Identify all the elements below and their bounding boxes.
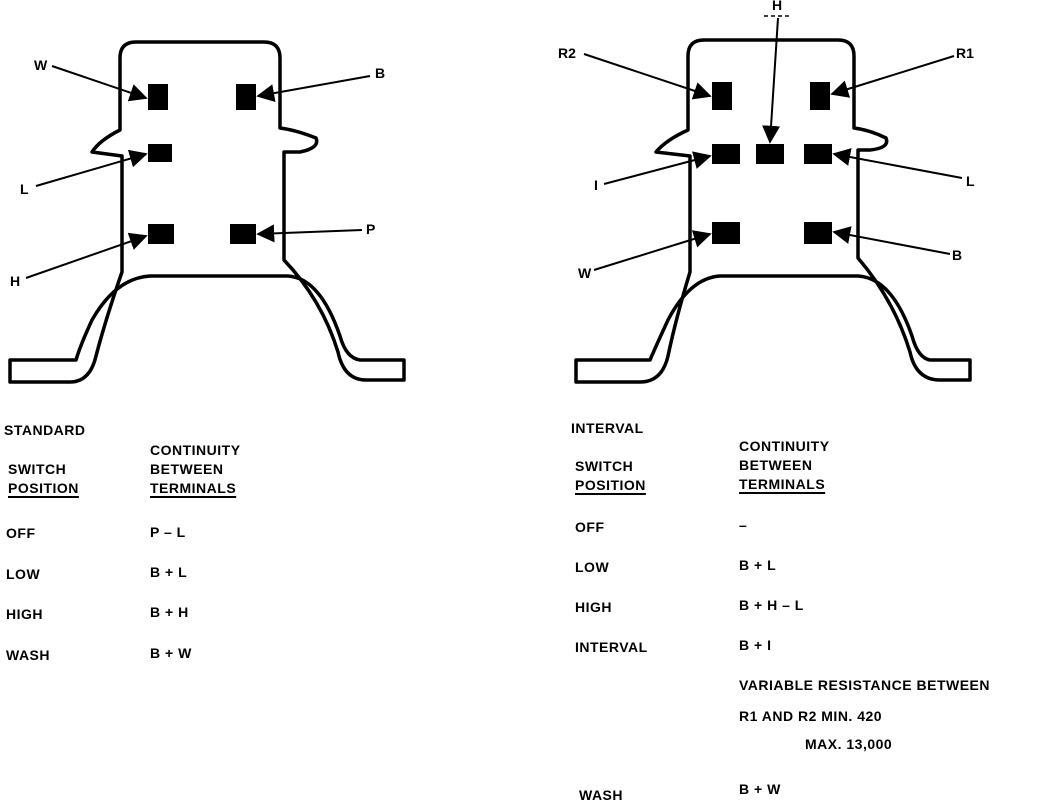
interval-label-l: L — [966, 173, 975, 189]
standard-label-p: P — [366, 221, 375, 237]
interval-header-continuity: CONTINUITY — [739, 438, 830, 454]
standard-terminal-p — [230, 224, 256, 244]
interval-terminal-r1 — [810, 82, 830, 110]
standard-header-continuity: CONTINUITY — [150, 442, 241, 458]
interval-continuity-header: CONTINUITY BETWEEN TERMINALS — [739, 437, 830, 494]
interval-label-r2: R2 — [558, 45, 576, 61]
standard-leader-p — [256, 224, 363, 243]
standard-row-wash-continuity: B + W — [150, 645, 192, 661]
interval-row-off-position: OFF — [575, 519, 605, 535]
interval-label-r1: R1 — [956, 45, 974, 61]
interval-leader-r2 — [583, 53, 712, 100]
standard-leader-w — [51, 65, 148, 102]
standard-row-high-position: HIGH — [6, 606, 43, 622]
interval-row-high-continuity: B + H – L — [739, 597, 804, 613]
standard-header-terminals: TERMINALS — [150, 480, 237, 496]
interval-terminal-b — [804, 222, 832, 244]
standard-row-low-continuity: B + L — [150, 564, 188, 580]
standard-label-b: B — [375, 65, 385, 81]
standard-row-low-position: LOW — [6, 566, 41, 582]
interval-row-high-position: HIGH — [575, 599, 612, 615]
standard-leader-h — [25, 232, 148, 279]
standard-terminal-w — [148, 84, 168, 110]
interval-leader-h — [762, 17, 781, 144]
interval-terminal-r2 — [712, 82, 732, 110]
standard-connector: W B L H P — [8, 40, 406, 384]
standard-header-between: BETWEEN — [150, 461, 224, 477]
interval-switch-position-header: SWITCH POSITION — [575, 457, 646, 495]
interval-label-b: B — [952, 247, 962, 263]
interval-title: INTERVAL — [571, 420, 644, 436]
interval-header-between: BETWEEN — [739, 457, 813, 473]
interval-connector: R2 H R1 I L W B — [558, 0, 975, 384]
interval-row-low-position: LOW — [575, 559, 610, 575]
interval-leader-r1 — [830, 55, 955, 98]
interval-note-line2: R1 AND R2 MIN. 420 — [739, 708, 883, 724]
interval-header-position: POSITION — [575, 477, 646, 493]
interval-leader-i — [603, 151, 712, 185]
standard-label-l: L — [20, 181, 29, 197]
standard-leader-b — [256, 75, 371, 103]
interval-terminal-i — [712, 144, 740, 164]
standard-row-wash-position: WASH — [6, 647, 50, 663]
interval-label-i: I — [594, 177, 598, 193]
interval-row-off-continuity: – — [739, 517, 748, 533]
interval-header-switch: SWITCH — [575, 458, 634, 474]
interval-terminal-l — [804, 144, 832, 164]
interval-leader-w — [593, 230, 712, 271]
interval-note-line3: MAX. 13,000 — [805, 736, 893, 752]
interval-row-wash-position: WASH — [579, 787, 623, 803]
interval-row-wash-continuity: B + W — [739, 781, 781, 797]
standard-row-off-continuity: P – L — [150, 524, 186, 540]
interval-leader-b — [832, 226, 951, 255]
standard-switch-position-header: SWITCH POSITION — [8, 460, 79, 498]
standard-header-switch: SWITCH — [8, 461, 67, 477]
standard-header-position: POSITION — [8, 480, 79, 496]
standard-leader-l — [35, 149, 148, 187]
standard-label-w: W — [34, 57, 48, 73]
interval-note-line1: VARIABLE RESISTANCE BETWEEN — [739, 677, 990, 693]
standard-connector-outline — [8, 40, 406, 384]
standard-continuity-header: CONTINUITY BETWEEN TERMINALS — [150, 441, 241, 498]
interval-connector-outline — [574, 38, 972, 384]
interval-terminal-h — [756, 144, 784, 164]
standard-row-off-position: OFF — [6, 525, 36, 541]
standard-title: STANDARD — [4, 422, 86, 438]
interval-terminal-w — [712, 222, 740, 244]
standard-terminal-h — [148, 224, 174, 244]
interval-row-low-continuity: B + L — [739, 557, 777, 573]
standard-row-high-continuity: B + H — [150, 604, 189, 620]
standard-terminal-l — [148, 144, 172, 162]
standard-terminal-b — [236, 84, 256, 110]
interval-label-w: W — [578, 265, 592, 281]
interval-row-interval-position: INTERVAL — [575, 639, 648, 655]
interval-leader-l — [832, 148, 963, 179]
interval-row-interval-continuity: B + I — [739, 637, 772, 653]
interval-label-h: H — [772, 0, 782, 13]
interval-header-terminals: TERMINALS — [739, 476, 826, 492]
standard-label-h: H — [10, 273, 20, 289]
